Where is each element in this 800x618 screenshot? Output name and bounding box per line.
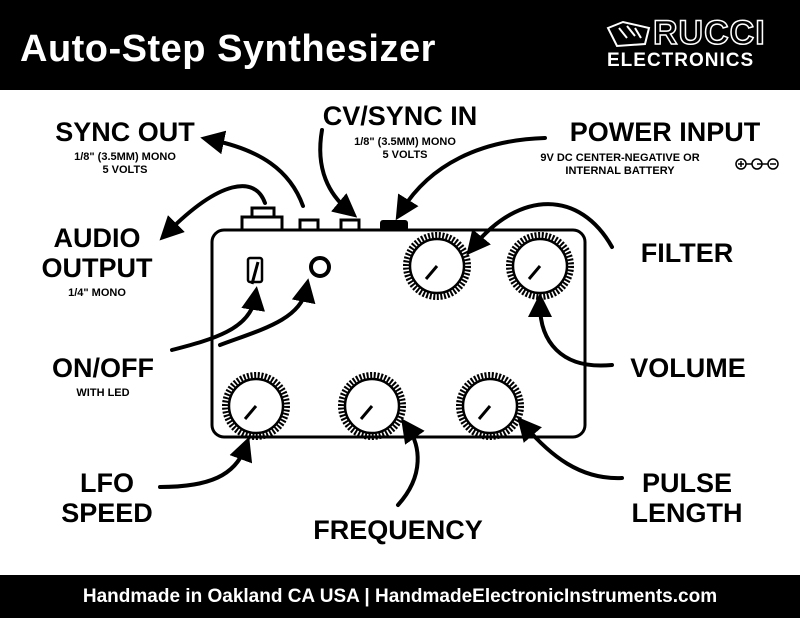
arrow-pulse-length xyxy=(517,416,624,481)
label-cv-sync-in-spec: 1/8" (3.5MM) MONO xyxy=(354,136,456,148)
label-frequency: FREQUENCY xyxy=(313,515,483,545)
audio-output-jack xyxy=(240,206,284,232)
logo-text-top: RUCCI xyxy=(652,13,766,53)
page-title: Auto-Step Synthesizer xyxy=(20,28,436,70)
label-sync-out-spec: 1/8" (3.5MM) MONO xyxy=(74,151,176,163)
label-power-input-spec: 9V DC CENTER-NEGATIVE OR xyxy=(540,152,699,164)
label-audio: AUDIO xyxy=(54,223,141,253)
logo-circuit-icon xyxy=(606,20,651,48)
footer-text: Handmade in Oakland CA USA | HandmadeEle… xyxy=(82,586,718,607)
arrow-on-off-led xyxy=(218,278,316,347)
filter-knob xyxy=(403,232,471,300)
label-sync-out: SYNC OUT xyxy=(55,117,195,147)
arrow-audio-output xyxy=(159,184,267,241)
footer-bar: Handmade in Oakland CA USA | HandmadeEle… xyxy=(0,575,800,618)
header-bar: Auto-Step Synthesizer RUCCI ELECTRONICS xyxy=(0,0,800,90)
led-indicator xyxy=(309,256,331,278)
lfo-speed-knob xyxy=(222,372,290,440)
logo-text-bottom: ELECTRONICS xyxy=(607,50,755,71)
arrow-frequency xyxy=(396,418,425,507)
arrow-filter xyxy=(466,202,614,256)
frequency-knob xyxy=(338,372,406,440)
arrow-cv-sync-in xyxy=(318,128,358,218)
label-speed: SPEED xyxy=(61,498,153,528)
label-output: OUTPUT xyxy=(42,253,154,283)
volume-knob xyxy=(506,232,574,300)
arrow-sync-out xyxy=(200,130,305,208)
pulse-length-knob xyxy=(456,372,524,440)
label-filter: FILTER xyxy=(641,238,733,268)
label-with-led: WITH LED xyxy=(76,387,129,399)
label-pulse: PULSE xyxy=(642,468,732,498)
label-cv-sync-in-voltage: 5 VOLTS xyxy=(382,149,427,161)
polarity-symbol-icon xyxy=(735,158,779,170)
arrow-power-input xyxy=(395,136,547,221)
label-length: LENGTH xyxy=(632,498,743,528)
label-power-input: POWER INPUT xyxy=(570,117,761,147)
on-off-toggle-switch xyxy=(246,256,264,285)
arrow-volume xyxy=(528,293,614,368)
arrow-on-off xyxy=(170,286,265,352)
label-cv-sync-in: CV/SYNC IN xyxy=(323,101,478,131)
pedal-diagram: SYNC OUT 1/8" (3.5MM) MONO 5 VOLTS CV/SY… xyxy=(42,101,779,545)
brand-logo: RUCCI ELECTRONICS xyxy=(605,13,785,71)
label-on-off: ON/OFF xyxy=(52,353,154,383)
label-lfo: LFO xyxy=(80,468,134,498)
label-audio-output-spec: 1/4" MONO xyxy=(68,287,126,299)
power-jack xyxy=(380,220,408,231)
label-volume: VOLUME xyxy=(630,353,746,383)
arrow-lfo-speed xyxy=(158,436,253,489)
label-sync-out-voltage: 5 VOLTS xyxy=(102,164,147,176)
label-power-input-battery: INTERNAL BATTERY xyxy=(565,165,675,177)
